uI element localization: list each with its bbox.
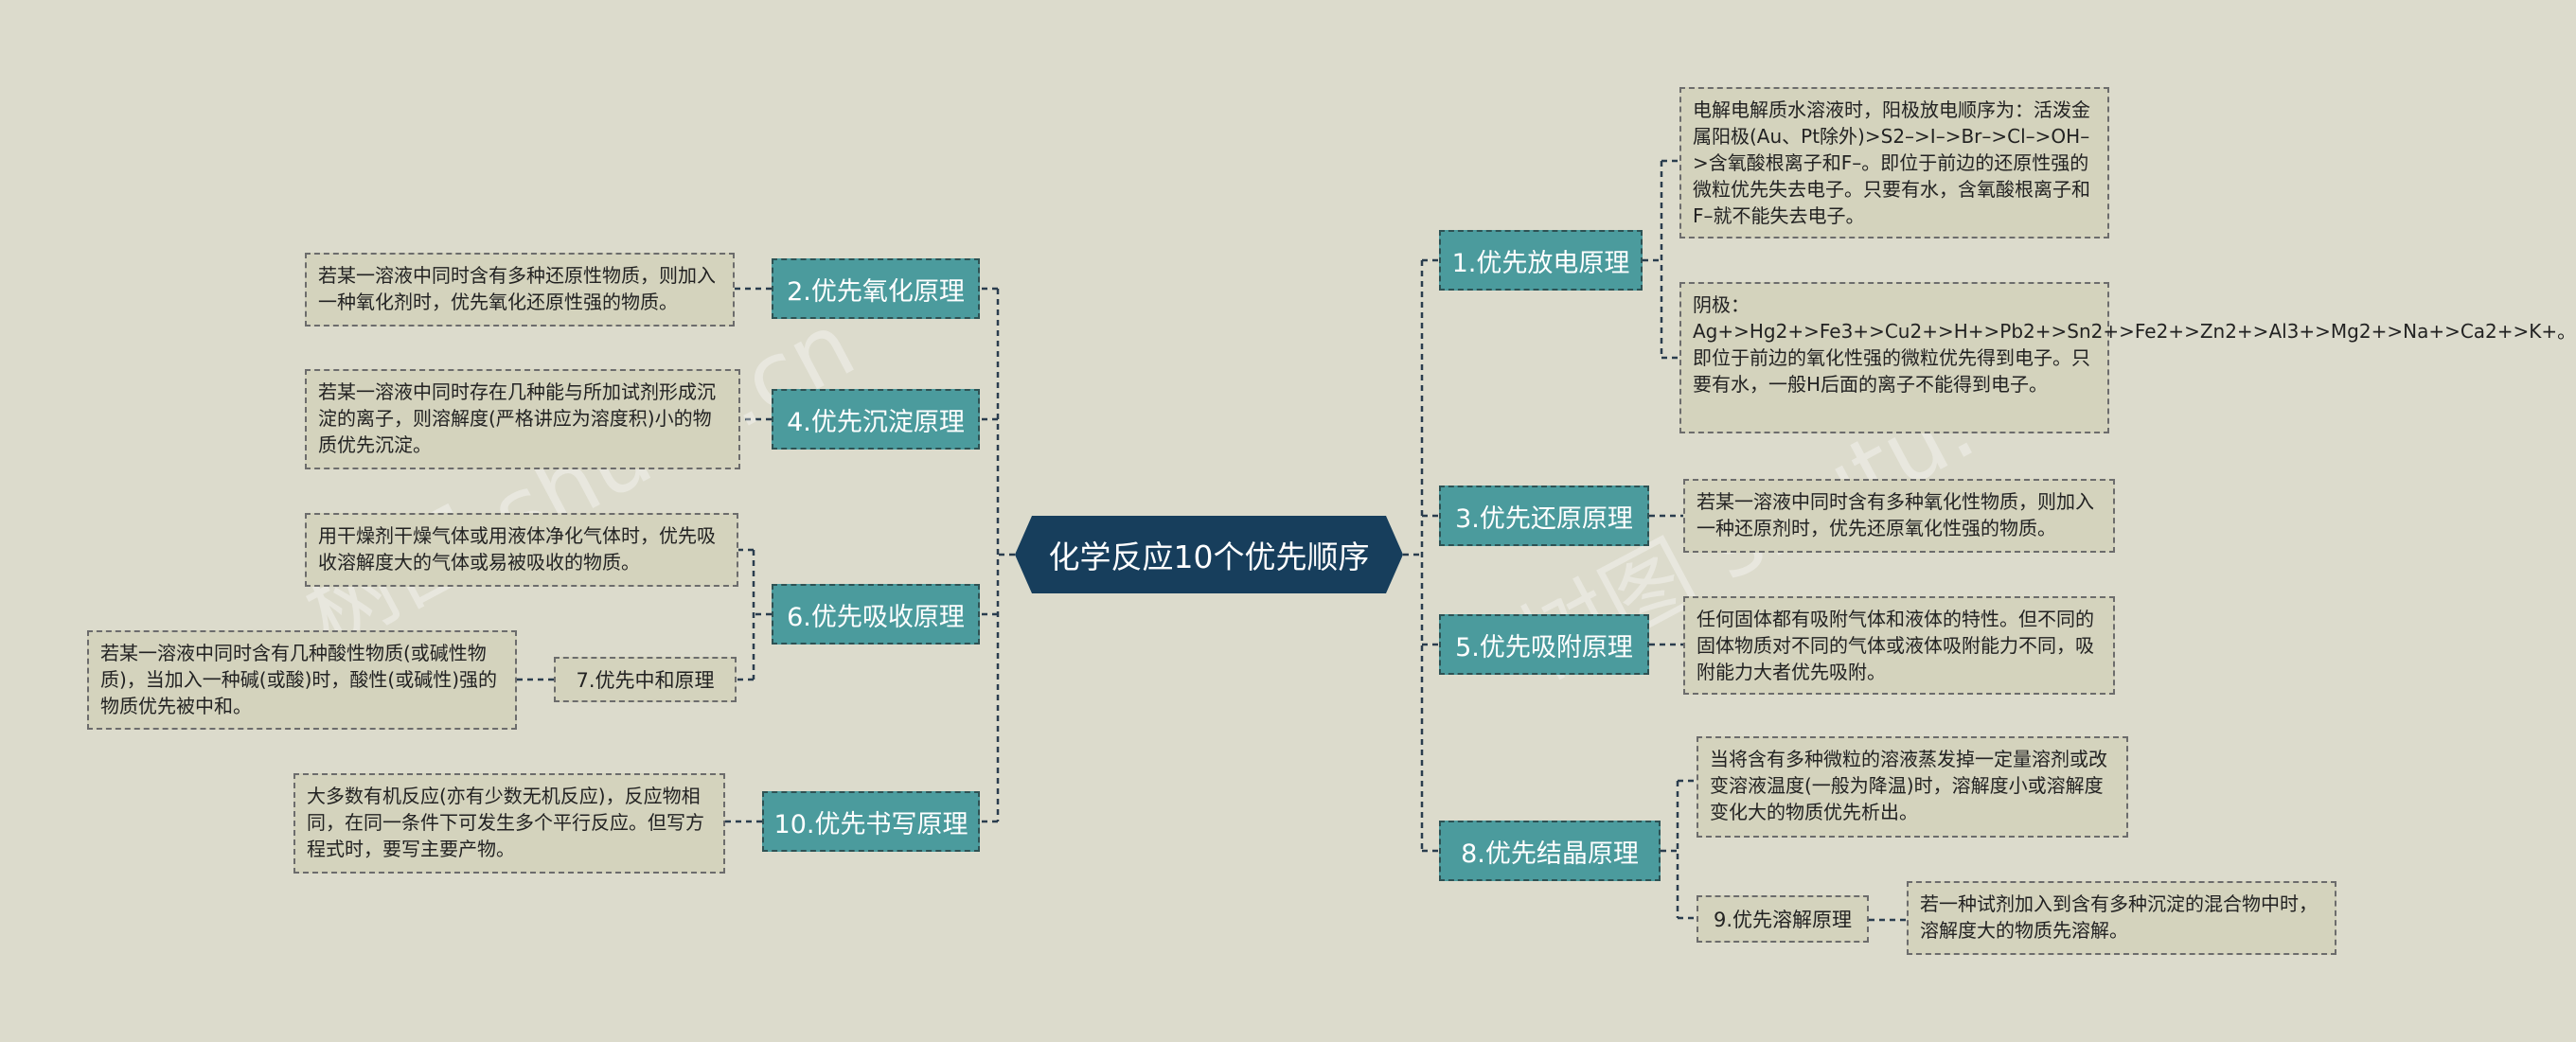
connector-lines <box>517 159 1907 922</box>
topic-4[interactable]: 4.优先沉淀原理 <box>772 389 980 450</box>
detail-6: 用干燥剂干燥气体或用液体净化气体时，优先吸收溶解度大的气体或易被吸收的物质。 <box>305 513 738 587</box>
topic-2[interactable]: 2.优先氧化原理 <box>772 258 980 319</box>
topic-7[interactable]: 7.优先中和原理 <box>554 657 737 702</box>
topic-10[interactable]: 10.优先书写原理 <box>762 791 980 852</box>
detail-4: 若某一溶液中同时存在几种能与所加试剂形成沉淀的离子，则溶解度(严格讲应为溶度积)… <box>305 369 740 469</box>
center-shape <box>1015 516 1403 593</box>
topic-8[interactable]: 8.优先结晶原理 <box>1439 821 1661 881</box>
topic-9[interactable]: 9.优先溶解原理 <box>1697 895 1869 943</box>
detail-3: 若某一溶液中同时含有多种氧化性物质，则加入一种还原剂时，优先还原氧化性强的物质。 <box>1683 479 2115 553</box>
detail-10: 大多数有机反应(亦有少数无机反应)，反应物相同，在同一条件下可发生多个平行反应。… <box>293 773 725 874</box>
center-title: 化学反应10个优先顺序 <box>1048 539 1370 575</box>
topic-6[interactable]: 6.优先吸收原理 <box>772 584 980 645</box>
detail-8: 当将含有多种微粒的溶液蒸发掉一定量溶剂或改变溶液温度(一般为降温)时，溶解度小或… <box>1697 736 2128 838</box>
detail-1a: 电解电解质水溶液时，阳极放电顺序为：活泼金属阳极(Au、Pt除外)>S2–>I–… <box>1679 87 2109 238</box>
topic-3[interactable]: 3.优先还原原理 <box>1439 486 1649 546</box>
topic-1[interactable]: 1.优先放电原理 <box>1439 230 1643 291</box>
center-topic[interactable]: 化学反应10个优先顺序 <box>1015 516 1403 593</box>
detail-9: 若一种试剂加入到含有多种沉淀的混合物中时，溶解度大的物质先溶解。 <box>1907 881 2336 955</box>
detail-7: 若某一溶液中同时含有几种酸性物质(或碱性物质)，当加入一种碱(或酸)时，酸性(或… <box>87 630 517 730</box>
topic-5[interactable]: 5.优先吸附原理 <box>1439 614 1649 675</box>
detail-5: 任何固体都有吸附气体和液体的特性。但不同的固体物质对不同的气体或液体吸附能力不同… <box>1683 596 2115 695</box>
detail-1b: 阴极：Ag+>Hg2+>Fe3+>Cu2+>H+>Pb2+>Sn2+>Fe2+>… <box>1679 282 2576 433</box>
detail-2: 若某一溶液中同时含有多种还原性物质，则加入一种氧化剂时，优先氧化还原性强的物质。 <box>305 253 735 327</box>
